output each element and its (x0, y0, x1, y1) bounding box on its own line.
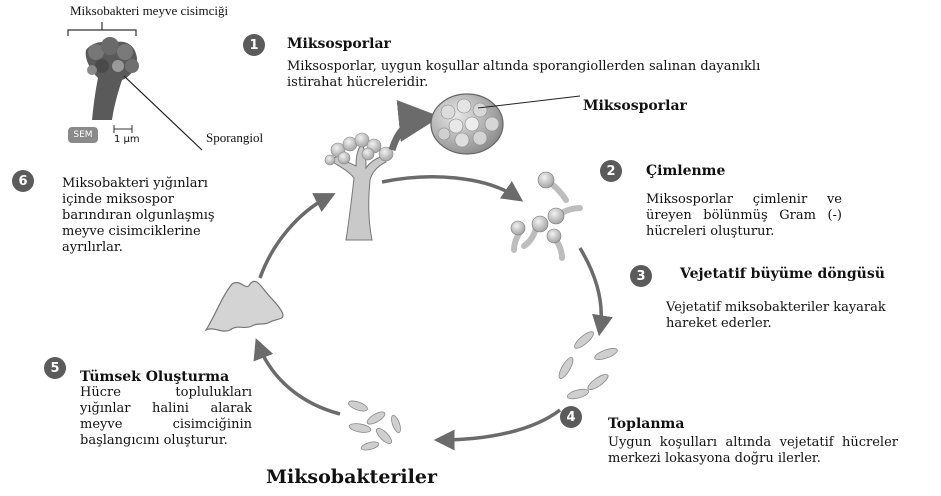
myxospores-label: Miksosporlar (583, 98, 687, 114)
inset-caption: Miksobakteri meyve cisimciği (70, 3, 228, 19)
step-2-description: Miksosporlar çimlenir ve üreyen bölünmüş… (646, 192, 842, 240)
sem-fruiting-body-image (62, 34, 142, 126)
step-6-badge: 6 (12, 170, 34, 192)
mound-illustration (206, 281, 283, 331)
arrow-to-fruiting-body (260, 196, 330, 278)
vegetative-cells (557, 329, 619, 400)
arrow-to-vegetative (580, 248, 601, 330)
step-2-badge: 2 (600, 160, 622, 182)
scale-bar (114, 125, 132, 133)
arrow-to-mound (258, 344, 340, 414)
step-4-title: Toplanma (608, 416, 684, 432)
release-arrow (392, 118, 428, 150)
step-3-title: Vejetatif büyüme döngüsü (680, 266, 885, 282)
step-1-title: Miksosporlar (287, 36, 391, 52)
fruiting-body-illustration (325, 133, 393, 240)
germinating-spores (511, 172, 580, 258)
step-1-badge: 1 (243, 34, 265, 56)
step-1-description: Miksosporlar, uygun koşullar altında spo… (287, 59, 787, 91)
aggregating-cells (347, 399, 402, 452)
step-5-badge: 5 (44, 357, 66, 379)
step-3-badge: 3 (630, 265, 652, 287)
scale-label: 1 μm (114, 134, 140, 145)
step-6-description: Miksobakteri yığınları içinde miksospor … (62, 176, 240, 256)
diagram-bottom-title: Miksobakteriler (266, 466, 437, 488)
step-2-title: Çimlenme (646, 163, 725, 179)
step-5-description: Hücre toplulukları yığınlar halini alara… (80, 385, 252, 449)
sporangiol-label: Sporangiol (206, 130, 263, 146)
step-3-description: Vejetatif miksobakteriler kayarak hareke… (666, 300, 936, 332)
caption-bracket (68, 22, 136, 36)
step-4-description: Uygun koşulları altında vejetatif hücrel… (608, 435, 898, 467)
arrow-to-aggregation (440, 410, 560, 440)
sem-badge: SEM (68, 127, 98, 143)
step-5-title: Tümsek Oluşturma (80, 369, 229, 385)
arrow-to-germination (382, 177, 518, 198)
myxospore-pointer-line (478, 96, 580, 108)
step-4-badge: 4 (560, 406, 582, 428)
myxospore-cluster (431, 94, 503, 154)
